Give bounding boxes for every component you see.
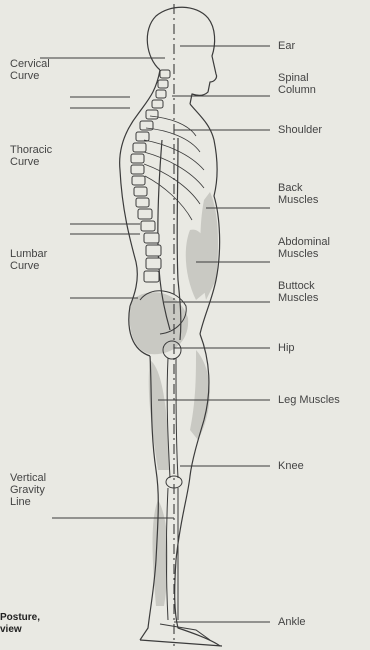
foot-outline	[140, 640, 222, 646]
spine	[131, 70, 170, 282]
label-hip: Hip	[278, 342, 295, 354]
label-cervical-curve: Cervical Curve	[10, 58, 50, 82]
label-vertical-gravity-line: Vertical Gravity Line	[10, 472, 46, 508]
label-shoulder: Shoulder	[278, 124, 322, 136]
label-leg-muscles: Leg Muscles	[278, 394, 340, 406]
label-knee: Knee	[278, 460, 304, 472]
label-lumbar-curve: Lumbar Curve	[10, 248, 47, 272]
label-ankle: Ankle	[278, 616, 306, 628]
label-spinal-column: Spinal Column	[278, 72, 316, 96]
label-ear: Ear	[278, 40, 295, 52]
label-abdominal-muscles: Abdominal Muscles	[278, 236, 330, 260]
thigh-front-shape	[190, 350, 210, 440]
label-thoracic-curve: Thoracic Curve	[10, 144, 52, 168]
figure-caption: Posture, view	[0, 612, 40, 636]
label-buttock-muscles: Buttock Muscles	[278, 280, 318, 304]
label-back-muscles: Back Muscles	[278, 182, 318, 206]
calf-shape	[153, 500, 168, 606]
head-outline	[147, 7, 216, 104]
